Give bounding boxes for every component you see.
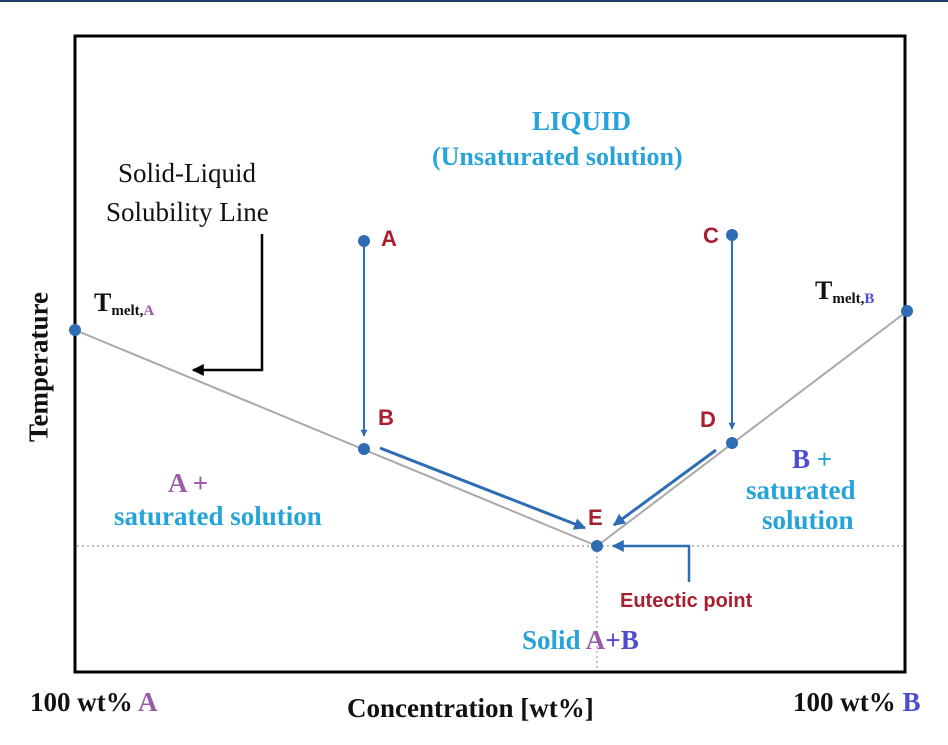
x-axis-label: Concentration [wt%]: [347, 693, 594, 723]
region-b-letter: B: [792, 444, 811, 474]
region-b-line1: B +: [792, 446, 832, 473]
point-e: [591, 540, 603, 552]
point-c-label: C: [703, 223, 719, 248]
path-b-to-e: [379, 446, 587, 530]
tmelt-b-label: Tmelt,B: [815, 278, 874, 307]
solid-a: A: [585, 625, 606, 655]
point-a: [358, 235, 370, 247]
point-c: [726, 229, 738, 241]
eutectic-point-label: Eutectic point: [620, 590, 753, 612]
tmelt-b-base: T: [815, 276, 833, 305]
liquidus-line-a: [74, 329, 598, 547]
solubility-line-pointer: [191, 234, 264, 376]
x-left-text: 100 wt%: [30, 687, 138, 717]
solubility-line-label-1: Solid-Liquid: [118, 158, 257, 188]
region-b-line3: solution: [762, 505, 854, 535]
x-left-letter: A: [138, 687, 158, 717]
eutectic-pointer-arrow: [611, 540, 691, 582]
tmelt-a-base: T: [94, 288, 112, 317]
x-right-text: 100 wt%: [793, 687, 903, 717]
point-b: [358, 443, 370, 455]
point-d-label: D: [700, 407, 716, 432]
plot-frame: [73, 34, 907, 674]
tmelt-a-label: Tmelt,A: [94, 290, 154, 319]
path-d-to-e: [613, 448, 717, 527]
region-b-line2: saturated: [746, 475, 856, 505]
solid-word: Solid: [522, 625, 586, 655]
region-b-plus: +: [816, 444, 833, 474]
tmelt-a-sub: melt,: [111, 303, 144, 319]
x-right-letter: B: [902, 687, 921, 717]
region-a-plus: +: [192, 468, 209, 498]
point-e-label: E: [588, 505, 603, 530]
x-right-label: 100 wt% B: [793, 689, 921, 716]
region-a-line2: saturated solution: [114, 501, 322, 531]
tmelt-a-letter: A: [143, 303, 155, 319]
liquid-title: LIQUID: [532, 106, 632, 136]
liquid-subtitle: (Unsaturated solution): [432, 142, 683, 171]
point-tmelt-a: [69, 324, 81, 336]
region-a-line1: A +: [168, 470, 208, 497]
liquidus-line-b: [596, 311, 907, 547]
point-a-label: A: [381, 226, 397, 251]
point-b-label: B: [378, 405, 394, 430]
x-left-label: 100 wt% A: [30, 689, 158, 716]
region-a-letter: A: [168, 468, 187, 498]
top-border: [0, 0, 948, 2]
solid-b: B: [620, 625, 639, 655]
solid-plus: +: [605, 625, 621, 655]
y-axis-label: Temperature: [23, 292, 54, 442]
point-d: [726, 437, 738, 449]
solubility-line-label-2: Solubility Line: [106, 197, 269, 227]
tmelt-b-letter: B: [864, 291, 875, 307]
tmelt-b-sub: melt,: [832, 291, 865, 307]
solid-region-label: Solid A+B: [522, 627, 639, 654]
point-tmelt-b: [901, 305, 913, 317]
